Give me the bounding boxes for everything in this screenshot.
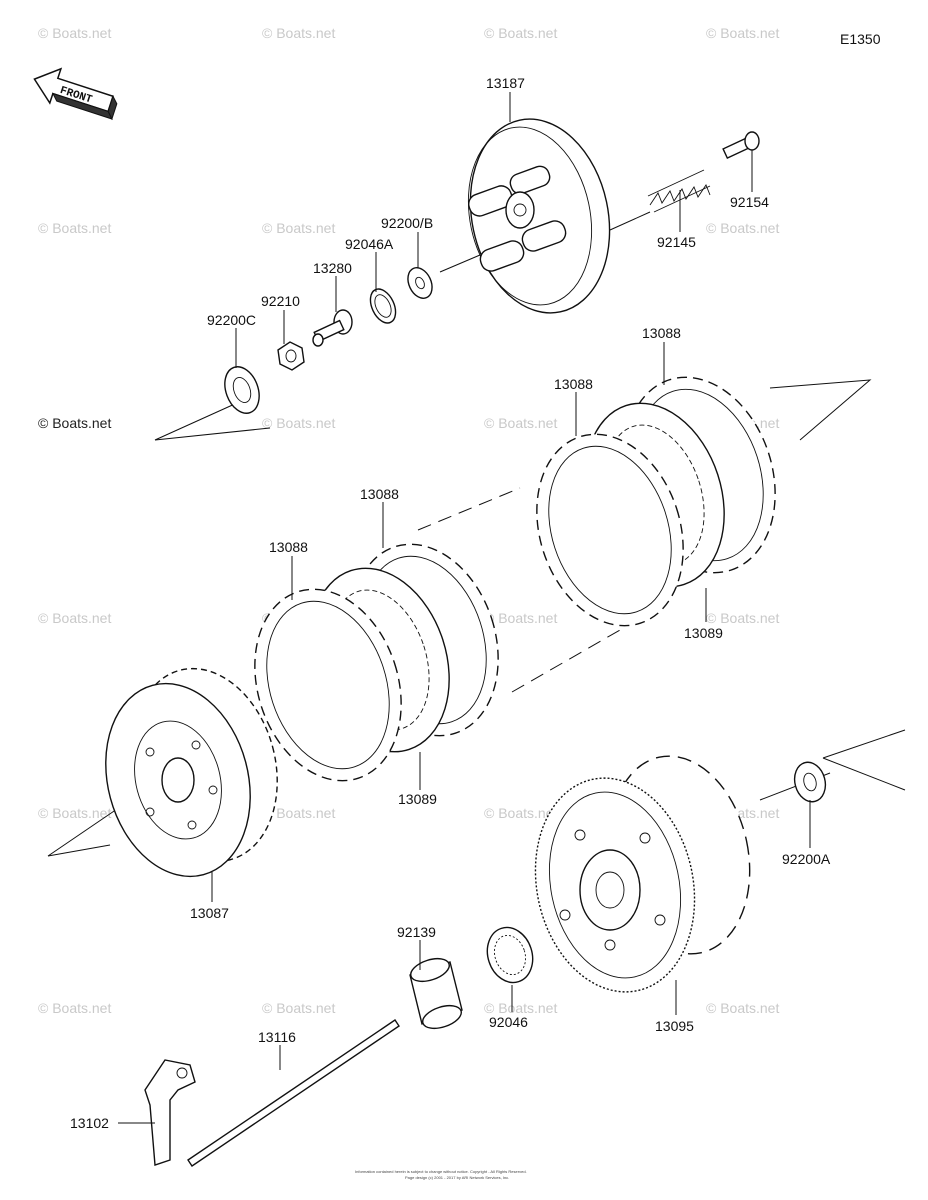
- part-label-13280: 13280: [313, 260, 352, 276]
- watermark: © Boats.net: [484, 415, 557, 431]
- part-label-92200a: 92200A: [782, 851, 831, 867]
- part-label-92200b: 92200/B: [381, 215, 433, 231]
- watermark: © Boats.net: [706, 220, 779, 236]
- watermark: © Boats.net: [38, 610, 111, 626]
- friction-plate-13088-upper-front: [536, 433, 684, 627]
- washer-92200a: [793, 761, 827, 803]
- diagram-code: E1350: [840, 31, 881, 47]
- part-label-13116: 13116: [258, 1029, 296, 1045]
- pusher-13280: [312, 309, 353, 347]
- watermark: © Boats.net: [484, 25, 557, 41]
- front-arrow-icon: FRONT: [33, 67, 118, 121]
- washer-92200c: [224, 366, 260, 414]
- watermark: © Boats.net: [706, 1000, 779, 1016]
- watermark: © Boats.net: [706, 610, 779, 626]
- needle-bearing-92046: [486, 926, 534, 984]
- washer-92200b: [407, 267, 433, 299]
- part-label-13102: 13102: [70, 1115, 109, 1131]
- part-labels: 13187 92154 92145 92200/B 92046A 13280 9…: [70, 75, 831, 1131]
- copyright-footer: Information contained herein is subject …: [355, 1169, 527, 1180]
- part-label-13095: 13095: [655, 1018, 694, 1034]
- bearing-92046a: [369, 288, 397, 324]
- part-label-13088-c: 13088: [360, 486, 399, 502]
- watermark: © Boats.net: [38, 25, 111, 41]
- part-label-13088-a: 13088: [642, 325, 681, 341]
- part-label-13089-a: 13089: [684, 625, 723, 641]
- part-label-92145: 92145: [657, 234, 696, 250]
- watermark: © Boats.net: [484, 610, 557, 626]
- part-label-13087: 13087: [190, 905, 229, 921]
- part-label-13088-b: 13088: [554, 376, 593, 392]
- watermark: © Boats.net: [38, 415, 111, 431]
- leader-lines: [118, 92, 811, 1124]
- part-label-13187: 13187: [486, 75, 525, 91]
- part-label-92154: 92154: [730, 194, 769, 210]
- sleeve-92139: [409, 957, 463, 1030]
- push-rod-13116: [187, 1019, 400, 1167]
- nut-92210: [277, 341, 305, 371]
- spring-92145: [647, 169, 711, 213]
- watermark: © Boats.net: [484, 1000, 557, 1016]
- part-label-92046a: 92046A: [345, 236, 394, 252]
- part-label-92210: 92210: [261, 293, 300, 309]
- pressure-plate-13187: [467, 118, 611, 314]
- friction-plate-13088-lower-front: [254, 588, 402, 782]
- watermark: © Boats.net: [38, 1000, 111, 1016]
- watermark: © Boats.net: [38, 805, 111, 821]
- watermark: © Boats.net: [262, 1000, 335, 1016]
- watermark: © Boats.net: [262, 25, 335, 41]
- watermark: © Boats.net: [262, 805, 335, 821]
- watermark: © Boats.net: [262, 415, 335, 431]
- copyright-line-2: Page design (c) 2001 - 2017 by ARI Netwo…: [405, 1175, 509, 1180]
- copyright-line-1: Information contained herein is subject …: [355, 1169, 527, 1174]
- watermark: © Boats.net: [706, 25, 779, 41]
- part-label-92200c: 92200C: [207, 312, 256, 328]
- watermark: © Boats.net: [484, 805, 557, 821]
- watermark: © Boats.net: [38, 220, 111, 236]
- bolt-92154: [722, 131, 760, 159]
- part-label-92046: 92046: [489, 1014, 528, 1030]
- clutch-hub-13087: [105, 667, 278, 878]
- lever-13102: [144, 1059, 196, 1166]
- part-label-13088-d: 13088: [269, 539, 308, 555]
- part-label-92139: 92139: [397, 924, 436, 940]
- part-label-13089-b: 13089: [398, 791, 437, 807]
- watermark: © Boats.net: [262, 220, 335, 236]
- clutch-housing-13095: [534, 755, 751, 993]
